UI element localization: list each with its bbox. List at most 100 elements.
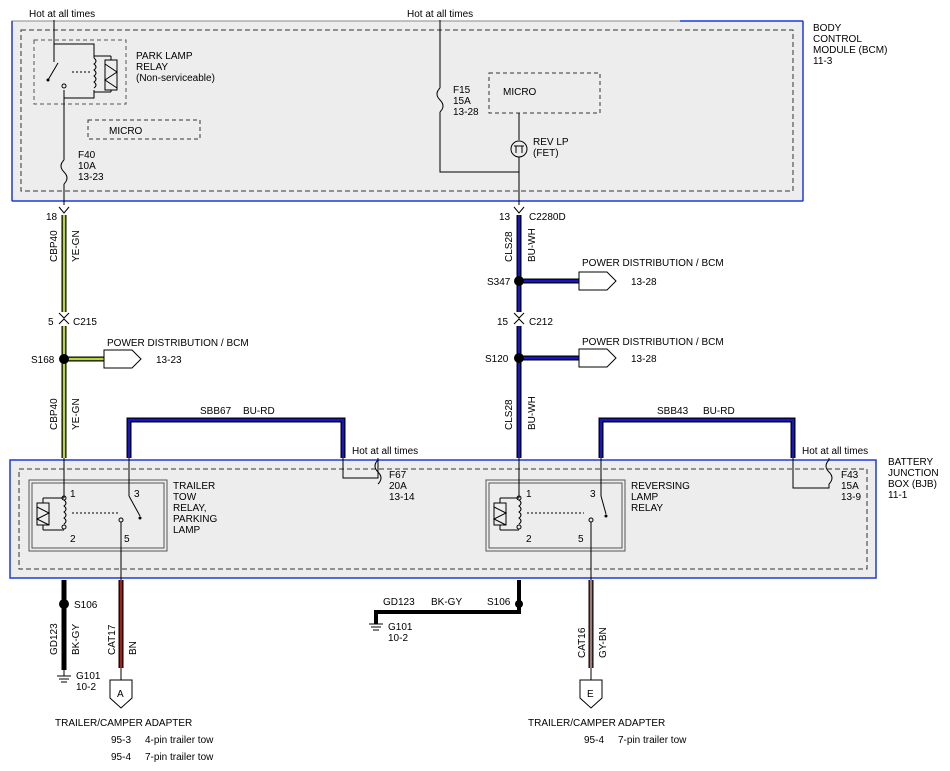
bcm-name-line2: CONTROL xyxy=(813,34,862,45)
wire-gd123-mid-color: BK-GY xyxy=(431,597,462,608)
fuse-f43-ref: 13-9 xyxy=(841,492,861,503)
ground-g101-mid-icon xyxy=(369,623,383,631)
reversing-lamp-relay-label-2: LAMP xyxy=(631,492,659,503)
connector-c212-name: C212 xyxy=(529,317,553,328)
connector-c215-pin: 5 xyxy=(48,317,54,328)
hot-at-all-times-bcm-right: Hot at all times xyxy=(407,9,473,20)
trailer-tow-relay-pin1: 1 xyxy=(70,489,76,500)
splice-s168-label: S168 xyxy=(31,355,55,366)
fuse-f15-ref: 13-28 xyxy=(453,107,479,118)
wire-cls28-top-circuit: CLS28 xyxy=(504,231,515,262)
ground-g101-mid-ref: 10-2 xyxy=(388,633,408,644)
connector-c215-symbol xyxy=(58,312,70,325)
park-lamp-relay-symbol xyxy=(33,39,127,105)
wire-gd123-mid xyxy=(374,580,521,624)
splice-s106-left-label: S106 xyxy=(74,600,98,611)
wire-cat16-color: GY-BN xyxy=(598,627,609,658)
ground-g101-left-icon xyxy=(57,670,71,683)
wire-sbb67-color: BU-RD xyxy=(243,406,275,417)
wire-cbp40-bottom-color: YE-GN xyxy=(71,398,82,430)
bjb-name-line3: BOX (BJB) xyxy=(888,479,937,490)
trailer-adapter-left-ref1: 95-3 xyxy=(111,735,131,746)
connector-c2280d-pin: 13 xyxy=(499,212,511,223)
fuse-f67-amp: 20A xyxy=(389,481,407,492)
micro-right-box xyxy=(488,72,601,114)
fuse-f67-symbol xyxy=(374,459,382,485)
trailer-adapter-right-title: TRAILER/CAMPER ADAPTER xyxy=(528,718,665,729)
bcm-name-line3: MODULE (BCM) xyxy=(813,45,887,56)
splice-s120-label: S120 xyxy=(485,354,509,365)
fuse-f15-amp: 15A xyxy=(453,96,471,107)
fuse-f40-amp: 10A xyxy=(78,161,96,172)
trailer-adapter-left-desc2: 7-pin trailer tow xyxy=(145,752,214,763)
wire-cat16-circuit: CAT16 xyxy=(577,627,588,658)
bcm-name-line1: BODY xyxy=(813,23,842,34)
wire-sbb43-circuit: SBB43 xyxy=(657,406,689,417)
trailer-tow-relay-label-5: LAMP xyxy=(173,525,201,536)
power-dist-left-label: POWER DISTRIBUTION / BCM xyxy=(107,338,249,349)
fuse-f40-ref: 13-23 xyxy=(78,172,104,183)
reversing-lamp-relay-pin2: 2 xyxy=(526,534,532,545)
fuse-f15-symbol xyxy=(436,87,444,113)
micro-left-box xyxy=(87,119,201,140)
wire-sbb43-color: BU-RD xyxy=(703,406,735,417)
fuse-f43-symbol xyxy=(825,459,833,485)
hot-at-all-times-bjb-right: Hot at all times xyxy=(802,446,868,457)
ground-g101-left-ref: 10-2 xyxy=(76,682,96,693)
splice-s120-dot xyxy=(514,353,524,363)
trailer-adapter-right-ref1: 95-4 xyxy=(584,735,604,746)
reversing-lamp-relay-label-1: REVERSING xyxy=(631,481,690,492)
connector-c2280d-symbol xyxy=(513,206,525,214)
fuse-f40-symbol xyxy=(60,159,68,185)
ground-g101-left-label: G101 xyxy=(76,671,101,682)
trailer-tow-relay-label-1: TRAILER xyxy=(173,481,215,492)
power-dist-right-arrow xyxy=(578,348,617,368)
wire-cbp40-top-color: YE-GN xyxy=(71,230,82,262)
wire-cbp40-top-circuit: CBP40 xyxy=(49,230,60,262)
trailer-connector-a-shape xyxy=(109,679,133,709)
bcm-ref: 11-3 xyxy=(813,56,833,67)
trailer-tow-relay-label-2: TOW xyxy=(173,492,197,503)
reversing-lamp-relay-label-3: RELAY xyxy=(631,503,663,514)
power-dist-top-ref: 13-28 xyxy=(631,277,657,288)
hot-at-all-times-left: Hot at all times xyxy=(29,9,95,20)
hot-at-all-times-bjb-mid: Hot at all times xyxy=(352,446,418,457)
connector-c2280d-name: C2280D xyxy=(529,212,566,223)
wire-cls28-bottom-color: BU-WH xyxy=(527,396,538,430)
trailer-tow-relay-pin5: 5 xyxy=(124,534,130,545)
connector-pin-18: 18 xyxy=(46,212,58,223)
trailer-adapter-left-ref2: 95-4 xyxy=(111,752,131,763)
fuse-f15-id: F15 xyxy=(453,85,471,96)
trailer-tow-relay-symbol xyxy=(28,458,168,580)
wire-cat17-color: BN xyxy=(128,641,139,655)
trailer-connector-a-pin: A xyxy=(117,689,124,700)
power-dist-left-ref: 13-23 xyxy=(156,355,182,366)
connector-c215-name: C215 xyxy=(73,317,97,328)
park-lamp-relay-label-3: (Non-serviceable) xyxy=(136,73,215,84)
splice-s168-dot xyxy=(59,354,69,364)
bjb-name-line2: JUNCTION xyxy=(888,468,939,479)
trailer-adapter-right-desc1: 7-pin trailer tow xyxy=(618,735,687,746)
reversing-lamp-relay-pin3: 3 xyxy=(590,489,596,500)
ground-g101-mid-label: G101 xyxy=(388,622,413,633)
splice-s106-mid-dot xyxy=(515,600,523,608)
wire-cbp40-bottom-circuit: CBP40 xyxy=(49,398,60,430)
micro-right-label: MICRO xyxy=(503,87,537,98)
wire-gd123-left-circuit: GD123 xyxy=(49,623,60,655)
splice-s347-label: S347 xyxy=(487,277,511,288)
trailer-tow-relay-pin3: 3 xyxy=(134,489,140,500)
trailer-connector-e-shape xyxy=(579,679,603,709)
bcm-module xyxy=(11,20,804,202)
bjb-name-line1: BATTERY xyxy=(888,457,934,468)
wire-sbb67-circuit: SBB67 xyxy=(200,406,232,417)
wire-cat17-circuit: CAT17 xyxy=(107,624,118,655)
fuse-f67-id: F67 xyxy=(389,470,407,481)
trailer-adapter-left-title: TRAILER/CAMPER ADAPTER xyxy=(55,718,192,729)
connector-pin-18-symbol xyxy=(58,206,70,214)
trailer-tow-relay-label-3: RELAY, xyxy=(173,503,207,514)
power-dist-right-label: POWER DISTRIBUTION / BCM xyxy=(582,337,724,348)
park-lamp-relay-label-1: PARK LAMP xyxy=(136,51,193,62)
power-dist-left-arrow xyxy=(103,349,142,369)
trailer-adapter-left-desc1: 4-pin trailer tow xyxy=(145,735,214,746)
